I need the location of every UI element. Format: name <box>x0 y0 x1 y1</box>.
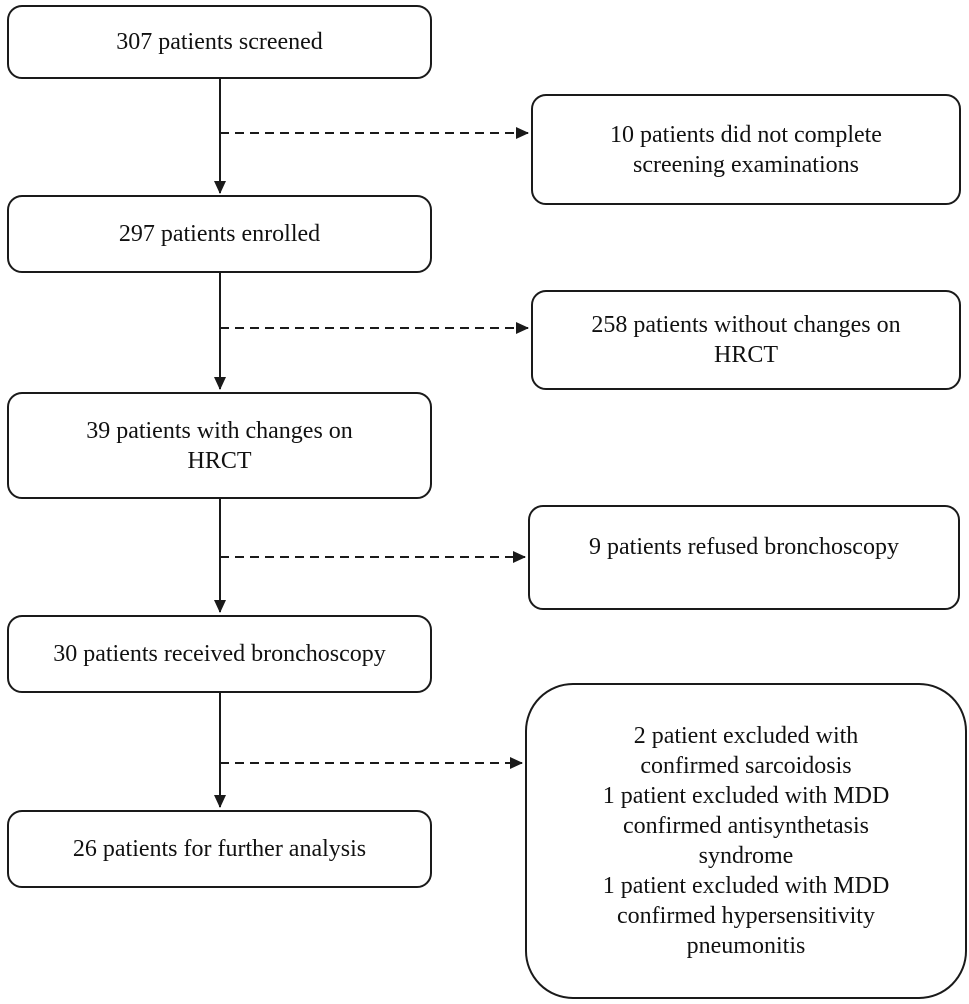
text-line: HRCT <box>713 342 778 368</box>
box-excluded-incomplete-screening: 10 patients did not complete screening ex… <box>531 94 961 205</box>
text-line: confirmed hypersensitivity <box>617 903 875 929</box>
text-line: 297 patients enrolled <box>118 221 321 247</box>
text-line: HRCT <box>187 447 252 474</box>
text-line: 9 patients refused bronchoscopy <box>589 534 899 560</box>
box-patients-received-bronchoscopy: 30 patients received bronchoscopy <box>7 615 432 693</box>
text-line: confirmed sarcoidosis <box>640 753 852 779</box>
text-line: syndrome <box>698 843 794 869</box>
box-excluded-refused-bronchoscopy: 9 patients refused bronchoscopy <box>528 505 960 610</box>
text-line: 1 patient excluded with MDD <box>602 873 890 899</box>
text-line: confirmed antisynthetasis <box>623 813 869 839</box>
box-patients-with-hrct-changes: 39 patients with changes on HRCT <box>7 392 432 499</box>
box-excluded-confirmed-diagnoses: 2 patient excluded with confirmed sarcoid… <box>525 683 967 999</box>
text-line: 307 patients screened <box>116 29 323 55</box>
text-line: 2 patient excluded with <box>633 723 859 749</box>
text-line: 26 patients for further analysis <box>72 836 367 862</box>
text-line: 258 patients without changes on <box>591 312 901 338</box>
text-line: screening examinations <box>633 151 859 178</box>
text-line: 10 patients did not complete <box>610 121 882 148</box>
box-patients-further-analysis: 26 patients for further analysis <box>7 810 432 888</box>
text-line: 39 patients with changes on <box>86 417 353 444</box>
box-patients-screened: 307 patients screened <box>7 5 432 79</box>
text-line: 1 patient excluded with MDD <box>602 783 890 809</box>
box-excluded-no-hrct-changes: 258 patients without changes on HRCT <box>531 290 961 390</box>
text-line: pneumonitis <box>686 933 806 959</box>
box-patients-enrolled: 297 patients enrolled <box>7 195 432 273</box>
text-line: 30 patients received bronchoscopy <box>53 641 386 667</box>
